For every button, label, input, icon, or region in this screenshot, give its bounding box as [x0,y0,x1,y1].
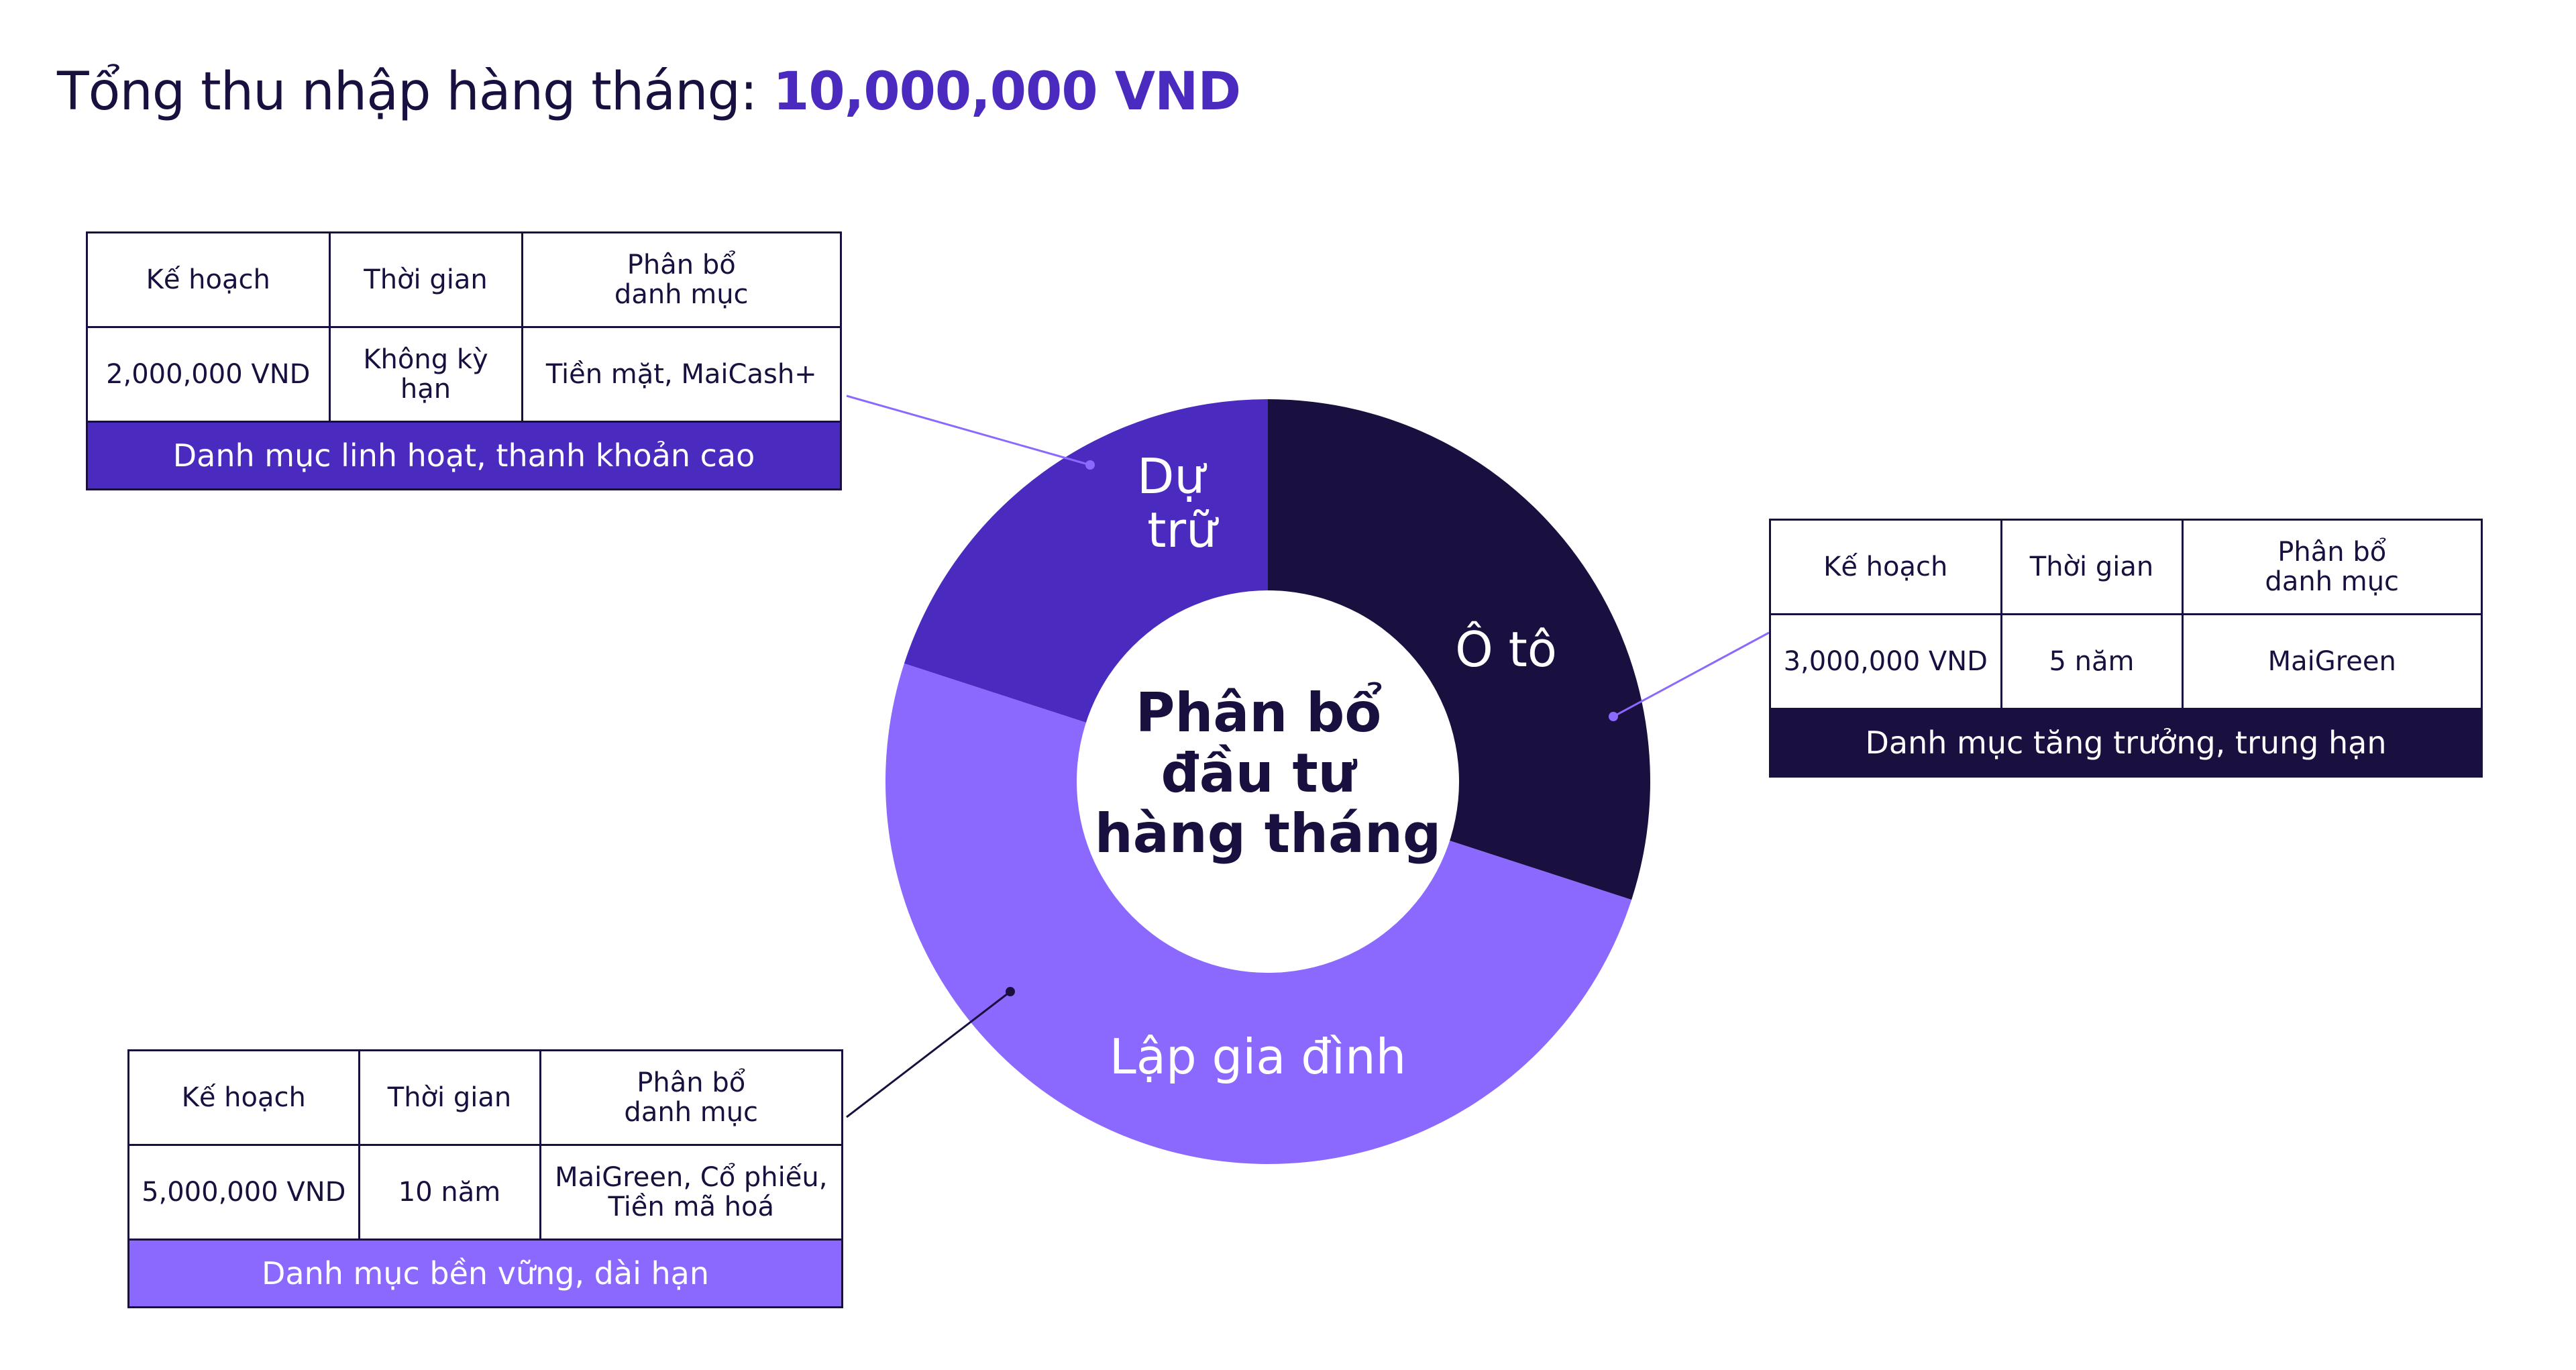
plan-footer: Danh mục bền vững, dài hạn [129,1241,841,1306]
income-label: Tổng thu nhập hàng tháng: [57,62,757,122]
leader-dot-reserve [1085,460,1095,470]
plan-time: 10 năm [358,1144,541,1241]
plan-amount: 5,000,000 VND [129,1144,360,1241]
header-plan: Kế hoạch [1771,521,2002,615]
leader-dot-car [1609,712,1618,721]
header-time: Thời gian [358,1051,541,1146]
plan-amount: 3,000,000 VND [1771,613,2002,710]
slice-label-line: Dự [1137,448,1207,505]
header-time: Thời gian [2000,521,2184,615]
plan-footer: Danh mục tăng trưởng, trung hạn [1771,710,2481,776]
plan-allocation: MaiGreen [2181,613,2481,710]
leader-line-family [846,990,1011,1118]
leader-line-car [1613,631,1770,718]
slice-label-family: Lập gia đình [1110,1029,1407,1085]
center-label-line: Phân bổ [1136,682,1382,744]
header-plan: Kế hoạch [129,1051,360,1146]
income-amount: 10,000,000 VND [773,62,1241,122]
slice-label-line: trữ [1147,502,1219,558]
slice-label-car: Ô tô [1455,621,1557,678]
plan-time: 5 năm [2000,613,2184,710]
center-label-line: hàng tháng [1095,802,1441,865]
leader-dot-family [1006,987,1015,996]
center-label-line: đầu tư [1161,742,1357,804]
header-time: Thời gian [328,233,523,328]
donut-hole [1077,590,1459,973]
leader-line-reserve [846,394,1091,466]
plan-footer: Danh mục linh hoạt, thanh khoản cao [88,423,840,488]
center-label: Phân bổ đầu tư hàng tháng [1095,682,1441,865]
plan-allocation: Tiền mặt, MaiCash+ [521,326,840,423]
plan-allocation: MaiGreen, Cổ phiếu,Tiền mã hoá [539,1144,841,1241]
page-title: Tổng thu nhập hàng tháng: 10,000,000 VND [57,62,1241,122]
slice-label-reserve: Dự trữ [1137,448,1220,558]
plan-time: Không kỳ hạn [328,326,523,423]
header-plan: Kế hoạch [88,233,331,328]
plan-amount: 2,000,000 VND [88,326,331,423]
